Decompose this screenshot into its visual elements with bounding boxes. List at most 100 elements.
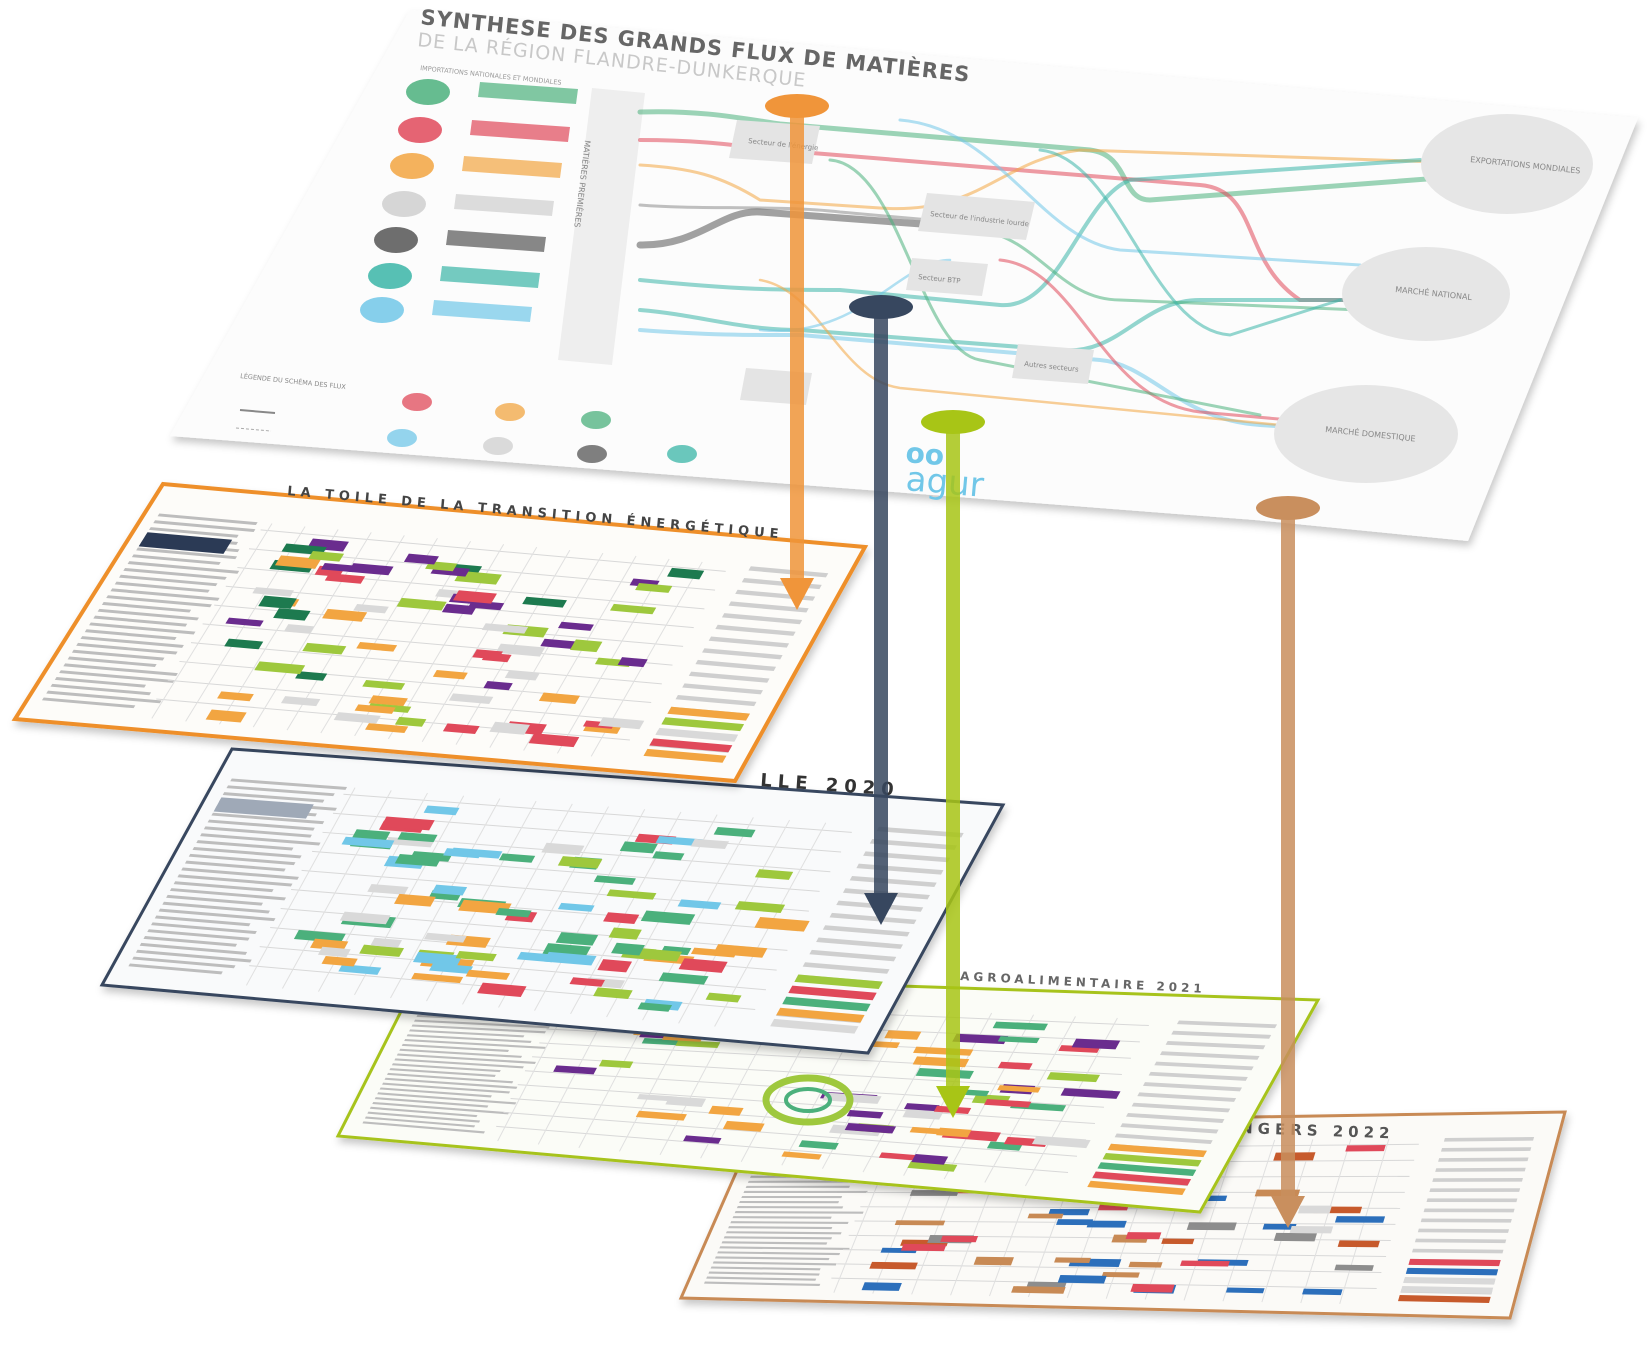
flow-block <box>1027 1213 1064 1219</box>
flow-block <box>1334 1264 1374 1271</box>
flow-block <box>900 1243 947 1252</box>
text-line <box>1120 1123 1219 1134</box>
flow-block <box>394 893 436 907</box>
flow-block <box>302 642 347 655</box>
connector-brown-cap <box>1256 496 1320 520</box>
flow-block <box>907 1161 958 1172</box>
text-line <box>728 1226 833 1230</box>
flow-block <box>593 987 633 1000</box>
text-line <box>399 1048 523 1058</box>
flow-block <box>952 1033 1009 1045</box>
flow-block <box>365 723 409 734</box>
text-line <box>1417 1228 1510 1233</box>
legend-icon <box>581 411 611 429</box>
text-line <box>730 1221 849 1225</box>
flow-block <box>448 693 494 704</box>
flow-block <box>894 1220 946 1226</box>
flow-block <box>528 733 580 748</box>
destination-national-market <box>1342 247 1510 341</box>
legend-swatch <box>1405 1267 1499 1276</box>
legend-swatch <box>661 717 745 732</box>
connector-arrows <box>765 94 1320 1228</box>
text-line <box>63 663 178 676</box>
text-line <box>389 1068 496 1077</box>
text-line <box>1154 1061 1254 1071</box>
sector-box-heavy-industry <box>918 193 1035 240</box>
text-line <box>166 894 263 906</box>
text-line <box>1148 1071 1248 1081</box>
text-line <box>169 888 286 901</box>
grid-line <box>202 623 673 666</box>
text-line <box>822 925 910 937</box>
flow-block <box>690 838 730 849</box>
text-line <box>401 1043 510 1053</box>
text-line <box>396 1053 536 1064</box>
flow-block <box>411 972 464 984</box>
sheet-1: LA TOILE DE LA TRANSITION ÉNERGÉTIQUE <box>11 481 869 784</box>
text-line <box>132 956 236 969</box>
flow-block <box>608 927 642 940</box>
text-line <box>162 901 270 914</box>
text-line <box>414 1019 550 1029</box>
flow-block <box>911 1154 949 1165</box>
text-line <box>377 1092 517 1105</box>
flow-block <box>467 600 505 611</box>
text-line <box>706 1276 817 1281</box>
text-line <box>50 683 152 696</box>
text-line <box>367 1111 481 1123</box>
flow-block <box>754 869 794 880</box>
flow-block <box>295 671 328 681</box>
text-line <box>123 567 227 580</box>
flow-block <box>598 1059 634 1069</box>
grid-line <box>320 538 438 734</box>
flow-block <box>224 638 264 650</box>
flow-block <box>558 621 594 631</box>
flow-block <box>844 1123 897 1134</box>
flow-block <box>683 1135 722 1144</box>
connector-brown-head <box>1271 1196 1305 1228</box>
sheet-1-content <box>41 513 829 763</box>
flow-block <box>356 641 398 652</box>
grid-line <box>523 555 637 751</box>
source-label-bar <box>446 230 546 252</box>
flow-block <box>593 875 636 885</box>
legend-swatch <box>794 974 883 990</box>
text-line <box>702 648 783 660</box>
text-line <box>710 1266 821 1271</box>
flow-block <box>538 692 581 705</box>
grid-line <box>1300 1138 1352 1304</box>
text-line <box>741 1195 843 1199</box>
flow-block <box>909 1190 960 1196</box>
flow-block <box>598 717 645 730</box>
legend-icon <box>667 445 697 463</box>
flow-line <box>638 138 1362 302</box>
flow-block <box>1054 1257 1091 1264</box>
text-line <box>1165 1041 1266 1050</box>
flow-block <box>431 884 468 896</box>
flow-block <box>609 603 657 615</box>
flow-block <box>997 1036 1040 1044</box>
grid-line <box>301 869 809 912</box>
text-line <box>222 792 325 803</box>
cycle-ring-inner <box>784 1087 832 1113</box>
legend-swatch <box>770 1018 859 1034</box>
source-icon <box>368 263 412 289</box>
text-line <box>1438 1157 1529 1162</box>
flow-block <box>658 972 709 985</box>
grid-line <box>291 888 799 932</box>
text-line <box>188 853 296 866</box>
text-line <box>97 608 199 621</box>
flow-block <box>1031 1136 1091 1149</box>
flow-block <box>498 853 536 863</box>
text-line <box>369 1106 478 1118</box>
connector-orange-cap <box>765 94 829 118</box>
flow-block <box>1128 1261 1163 1268</box>
sheet-4-title: NGERS 2022 <box>1240 1119 1395 1142</box>
flow-block <box>1289 1226 1334 1234</box>
flow-block <box>1180 1260 1230 1267</box>
flow-block <box>557 902 595 912</box>
text-line <box>876 826 964 838</box>
sheet-3-content <box>362 990 1278 1195</box>
flow-block <box>1125 1232 1162 1240</box>
text-line <box>230 778 348 790</box>
